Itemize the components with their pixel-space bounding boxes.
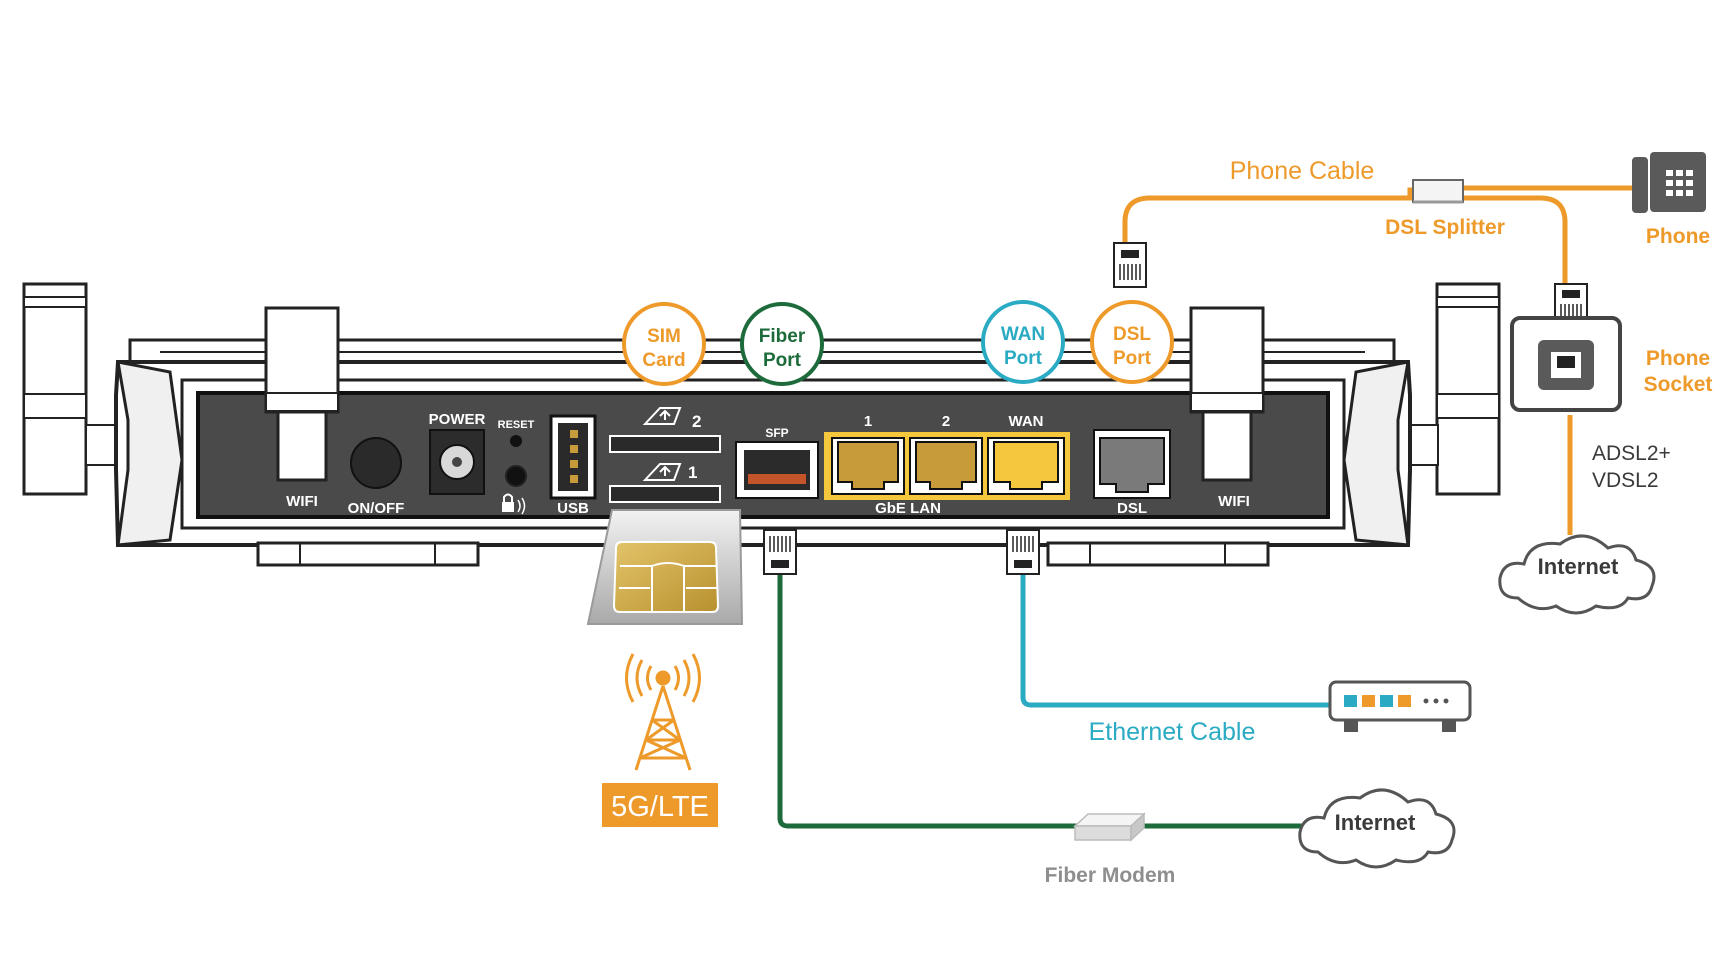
power-jack[interactable] [429,429,485,495]
router-back-panel: WIFI ON/OFF POWER RESET USB 2 1 SFP 1 2 … [22,282,1501,567]
lock-icon [502,493,526,515]
lan-1-label: 1 [864,413,872,430]
internet-top-label: Internet [1538,554,1619,579]
antenna-left-outer [22,282,88,496]
wan-port[interactable] [987,437,1065,495]
wifi-right-label: WIFI [1218,493,1250,510]
sim-slot-2[interactable] [609,407,721,453]
power-label: POWER [429,411,486,428]
sim-slot-1[interactable] [609,463,721,503]
usb-label: USB [557,500,589,517]
ethernet-cable-label: Ethernet Cable [1089,718,1256,746]
phone-cable-label: Phone Cable [1230,157,1375,185]
rj-connector-icon [1113,242,1147,288]
reset-button[interactable] [510,435,522,447]
sim-slot-1-label: 1 [688,463,697,482]
modem-icon [1328,680,1472,732]
lan-port-1[interactable] [831,437,905,495]
sim-card-callout-line1: SIM [647,326,681,347]
fiber-port-callout-line1: Fiber [759,326,806,347]
wifi-antenna-left [264,306,340,482]
dsl-port-callout-line2: Port [1113,348,1152,369]
wan-port-callout: WAN Port [981,300,1065,384]
phone-socket-label-line2: Socket [1644,373,1713,396]
fiber-modem-label: Fiber Modem [1045,864,1176,887]
wifi-left-label: WIFI [286,493,318,510]
internet-bottom-label: Internet [1335,810,1416,835]
dsl-standards-line1: ADSL2+ [1592,442,1671,465]
dsl-splitter-icon [1412,179,1464,204]
reset-label: RESET [498,419,535,431]
gbe-lan-label: GbE LAN [875,500,941,517]
sfp-port[interactable] [735,441,819,499]
dsl-splitter-label: DSL Splitter [1385,216,1505,239]
cell-tower-icon [625,653,701,771]
rj-connector-icon [763,529,797,575]
phone-label: Phone [1646,225,1710,248]
cloud-icon [1298,788,1456,869]
wan-port-callout-line1: WAN [1001,324,1045,345]
wifi-antenna-right [1189,306,1265,482]
phone-socket-label-line1: Phone [1646,347,1710,370]
dsl-port-callout: DSL Port [1090,300,1174,384]
fiber-port-callout-line2: Port [763,350,802,371]
on-off-label: ON/OFF [348,500,405,517]
antenna-right-outer [1435,282,1501,496]
fiber-cable-line [777,570,1310,829]
wan-port-callout-line2: Port [1004,348,1043,369]
usb-port[interactable] [549,414,597,500]
rj-connector-icon [1006,529,1040,575]
mobile-label: 5G/LTE [611,791,709,823]
cloud-icon [1498,534,1656,615]
wan-label: WAN [1009,413,1044,430]
sim-card-callout-line2: Card [642,350,685,371]
dsl-label: DSL [1117,500,1147,517]
fiber-modem-icon [1073,812,1146,842]
dsl-port-callout-line1: DSL [1113,324,1151,345]
lan-2-label: 2 [942,413,950,430]
ethernet-cable-line [1020,570,1330,708]
fiber-port-callout: Fiber Port [740,302,824,386]
dsl-port[interactable] [1093,429,1171,499]
phone-cable-line [1122,187,1568,288]
dsl-standards-line2: VDSL2 [1592,469,1659,492]
sim-card-callout: SIM Card [622,302,706,386]
sim-card-icon [586,509,744,625]
on-off-button[interactable] [350,437,402,489]
sim-slot-2-label: 2 [692,412,701,431]
sfp-label: SFP [765,426,788,440]
lan-port-2[interactable] [909,437,983,495]
telephone-icon [1632,152,1706,213]
mobile-badge [602,783,718,827]
phone-socket-icon [1510,316,1622,412]
